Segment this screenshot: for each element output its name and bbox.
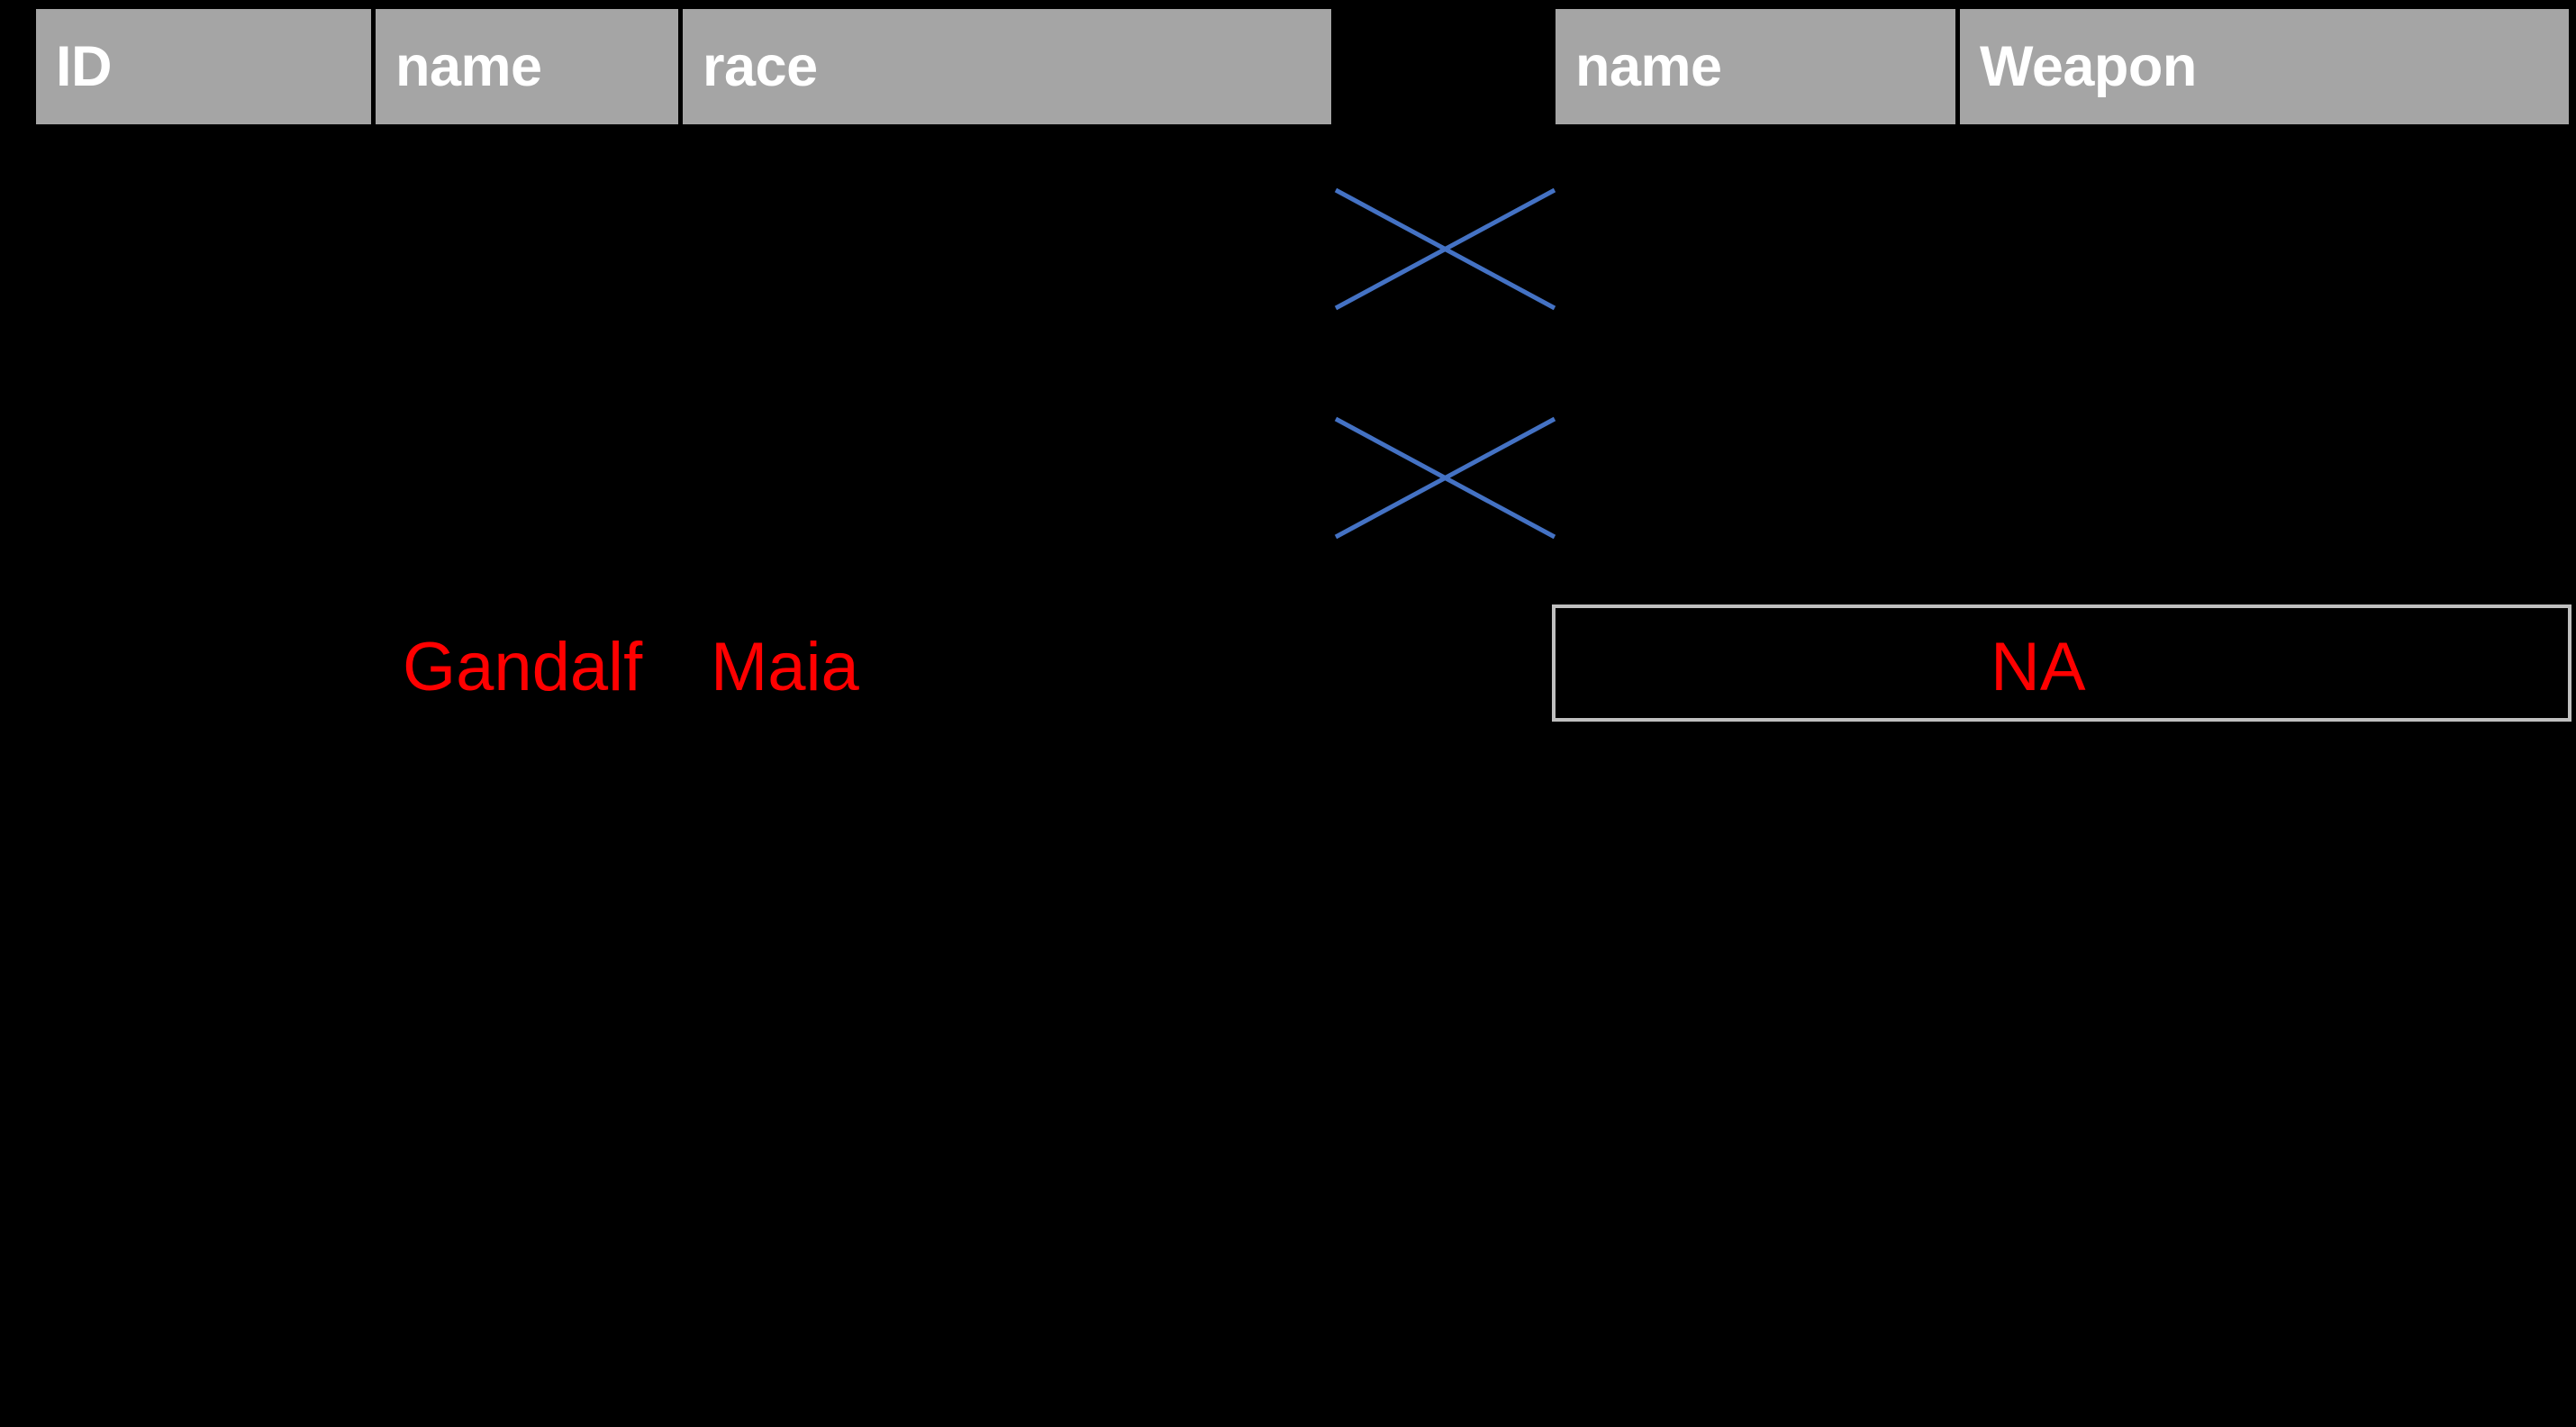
left-table-header-race: race xyxy=(683,9,1331,124)
left-table-header-id: ID xyxy=(36,9,371,124)
left-table-header-name: name xyxy=(376,9,678,124)
cross-out-mark-1-icon xyxy=(1334,187,1556,311)
cross-out-mark-2-icon xyxy=(1334,416,1556,540)
annotation-gandalf: Gandalf xyxy=(403,629,643,705)
right-table-header-name: name xyxy=(1556,9,1955,124)
right-table-header-weapon: Weapon xyxy=(1960,9,2569,124)
annotation-maia: Maia xyxy=(711,629,859,705)
annotation-na: NA xyxy=(1991,629,2086,705)
na-row-outline-box xyxy=(1552,604,2571,722)
